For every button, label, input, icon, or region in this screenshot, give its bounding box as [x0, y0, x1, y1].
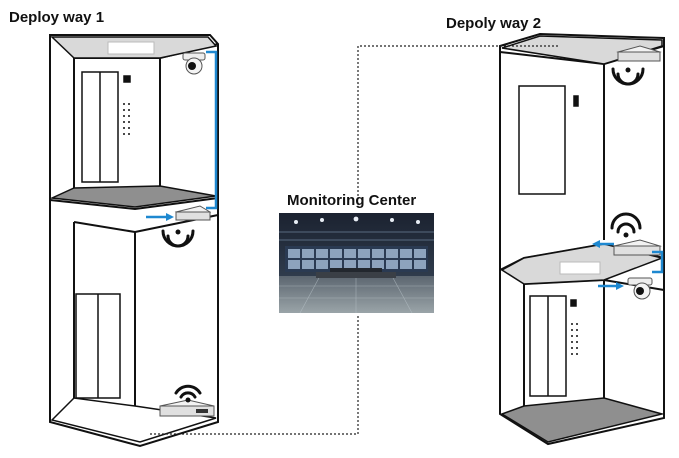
hall-door-2	[518, 85, 579, 195]
network-cable-1	[146, 50, 218, 219]
deploy-way-1-title: Deploy way 1	[9, 9, 105, 26]
elevator-shaft-2	[499, 32, 665, 446]
car-floor-2	[500, 397, 665, 443]
cable-arrow-2b	[616, 282, 624, 290]
wireless-bridge-icon	[616, 45, 662, 62]
wireless-bridge-icon	[174, 205, 212, 221]
lobby-door-1	[75, 293, 121, 399]
network-link	[150, 45, 560, 435]
deploy-way-2-title: Depoly way 2	[446, 15, 542, 32]
wireless-bridge-icon	[159, 399, 215, 417]
wifi-signal-icon	[161, 229, 195, 248]
dome-camera-icon	[182, 52, 206, 75]
wifi-signal-icon	[610, 212, 642, 238]
ceiling-light-1	[107, 41, 155, 55]
monitoring-center-photo	[279, 213, 434, 314]
car-floor-1	[49, 185, 217, 208]
network-cable-2	[598, 242, 664, 288]
dome-camera-icon	[627, 277, 653, 300]
monitoring-center-title: Monitoring Center	[287, 192, 417, 209]
wifi-signal-icon	[611, 67, 645, 86]
call-panel-2	[571, 323, 578, 355]
wifi-signal-icon	[174, 384, 202, 403]
cable-arrow-2a	[592, 240, 600, 248]
elevator-shaft-1	[49, 34, 219, 448]
car-door-1	[81, 71, 131, 183]
wireless-bridge-icon	[612, 239, 662, 256]
car-door-2	[529, 295, 577, 397]
cable-arrow-1	[166, 213, 174, 221]
call-panel-1	[123, 103, 130, 135]
ceiling-light-2	[559, 261, 601, 275]
